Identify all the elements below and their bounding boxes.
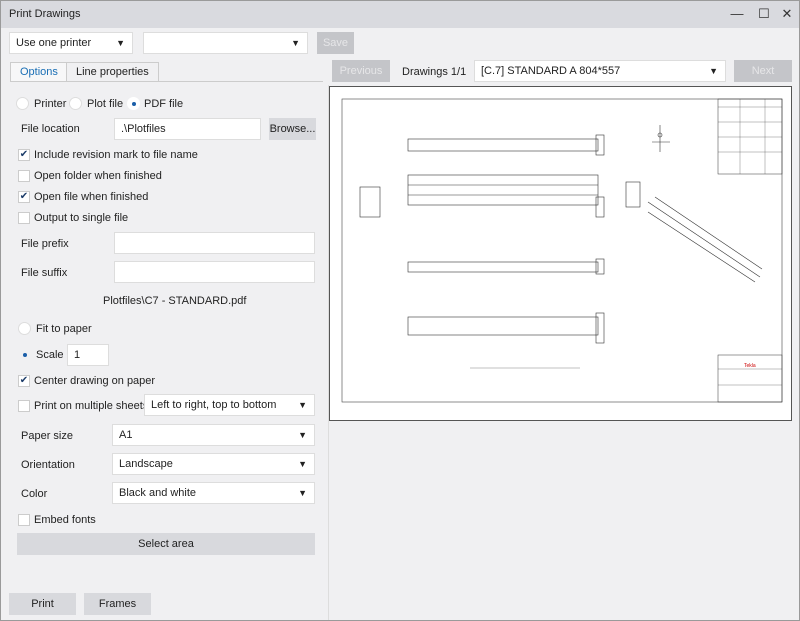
fit-to-paper-radio[interactable]: [18, 322, 31, 335]
color-dropdown[interactable]: Black and white ▼: [112, 482, 315, 504]
orientation-label: Orientation: [21, 459, 75, 471]
open-file-label: Open file when finished: [34, 191, 149, 203]
sheet-order-dropdown[interactable]: Left to right, top to bottom ▼: [144, 394, 315, 416]
chevron-down-icon: ▼: [298, 488, 307, 498]
open-folder-checkbox[interactable]: [18, 170, 30, 182]
save-button[interactable]: Save: [317, 32, 354, 54]
next-button[interactable]: Next: [734, 60, 792, 82]
drawing-dropdown[interactable]: [C.7] STANDARD A 804*557 ▼: [474, 60, 726, 82]
close-button[interactable]: ✕: [781, 6, 793, 21]
center-drawing-label: Center drawing on paper: [34, 375, 156, 387]
panel-divider: [328, 85, 329, 620]
maximize-button[interactable]: ☐: [758, 6, 770, 21]
frames-button[interactable]: Frames: [84, 593, 151, 615]
paper-size-dropdown[interactable]: A1 ▼: [112, 424, 315, 446]
embed-fonts-label: Embed fonts: [34, 514, 96, 526]
tab-divider: [10, 81, 323, 82]
drawing-preview-image: Tekla: [341, 98, 783, 403]
printer-mode-dropdown[interactable]: Use one printer ▼: [9, 32, 133, 54]
chevron-down-icon: ▼: [709, 66, 718, 76]
center-drawing-checkbox[interactable]: ✔: [18, 375, 30, 387]
printer-label: Printer: [34, 98, 67, 110]
printer-radio[interactable]: [16, 97, 29, 110]
scale-radio[interactable]: [18, 348, 31, 361]
multiple-sheets-checkbox[interactable]: [18, 400, 30, 412]
browse-button[interactable]: Browse...: [269, 118, 316, 140]
drawing-value: [C.7] STANDARD A 804*557: [481, 65, 621, 77]
plot-file-radio[interactable]: [69, 97, 82, 110]
chevron-down-icon: ▼: [298, 459, 307, 469]
print-button[interactable]: Print: [9, 593, 76, 615]
chevron-down-icon: ▼: [291, 38, 300, 48]
minimize-button[interactable]: —: [730, 6, 744, 21]
file-prefix-label: File prefix: [21, 238, 69, 250]
open-file-checkbox[interactable]: ✔: [18, 191, 30, 203]
chevron-down-icon: ▼: [298, 430, 307, 440]
paper-size-value: A1: [119, 429, 133, 441]
drawing-preview[interactable]: Tekla: [329, 86, 792, 421]
file-suffix-label: File suffix: [21, 267, 68, 279]
pdf-file-label: PDF file: [144, 98, 184, 110]
orientation-dropdown[interactable]: Landscape ▼: [112, 453, 315, 475]
pdf-file-radio[interactable]: [127, 97, 140, 110]
file-suffix-input[interactable]: [114, 261, 315, 283]
scale-input[interactable]: 1: [67, 344, 109, 366]
drawing-counter: Drawings 1/1: [402, 66, 467, 78]
single-file-checkbox[interactable]: [18, 212, 30, 224]
plot-file-label: Plot file: [87, 98, 124, 110]
single-file-label: Output to single file: [34, 212, 129, 224]
select-area-button[interactable]: Select area: [17, 533, 315, 555]
tab-options[interactable]: Options: [10, 62, 68, 82]
multiple-sheets-label: Print on multiple sheets: [34, 400, 149, 412]
fit-to-paper-label: Fit to paper: [36, 323, 92, 335]
revision-label: Include revision mark to file name: [34, 149, 198, 161]
open-folder-label: Open folder when finished: [34, 170, 162, 182]
file-location-input[interactable]: .\Plotfiles: [114, 118, 261, 140]
sheet-order-value: Left to right, top to bottom: [151, 399, 277, 411]
file-prefix-input[interactable]: [114, 232, 315, 254]
revision-checkbox[interactable]: ✔: [18, 149, 30, 161]
window-title: Print Drawings: [9, 8, 81, 20]
title-bar: Print Drawings — ☐ ✕: [1, 1, 799, 28]
settings-dropdown[interactable]: ▼: [143, 32, 308, 54]
embed-fonts-checkbox[interactable]: [18, 514, 30, 526]
color-value: Black and white: [119, 487, 197, 499]
previous-button[interactable]: Previous: [332, 60, 390, 82]
scale-label: Scale: [36, 349, 64, 361]
paper-size-label: Paper size: [21, 430, 73, 442]
color-label: Color: [21, 488, 48, 500]
output-path-text: Plotfiles\C7 - STANDARD.pdf: [103, 295, 247, 307]
file-location-label: File location: [21, 123, 80, 135]
printer-mode-value: Use one printer: [16, 37, 92, 49]
chevron-down-icon: ▼: [116, 38, 125, 48]
svg-text:Tekla: Tekla: [744, 363, 756, 369]
orientation-value: Landscape: [119, 458, 173, 470]
chevron-down-icon: ▼: [298, 400, 307, 410]
tab-line-properties[interactable]: Line properties: [66, 62, 159, 82]
